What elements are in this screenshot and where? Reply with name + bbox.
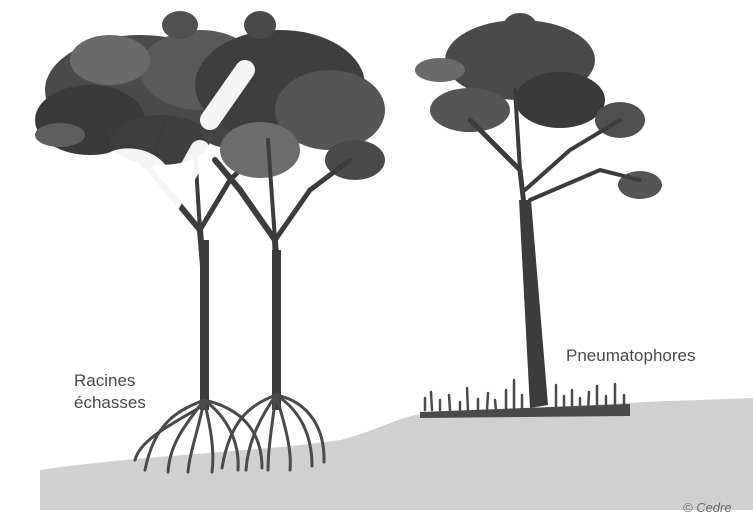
tree-3-canopy bbox=[415, 13, 662, 199]
tree-1-trunk bbox=[200, 240, 209, 410]
pneumatophores-label: Pneumatophores bbox=[566, 345, 695, 367]
pneumatophore-mud bbox=[420, 404, 630, 418]
tree-3-trunk bbox=[519, 200, 548, 408]
stilt-roots-label-line2: échasses bbox=[74, 392, 146, 414]
tree-2-trunk bbox=[272, 250, 281, 410]
stilt-roots-label-line1: Racines bbox=[74, 370, 146, 392]
ground bbox=[40, 398, 753, 510]
copyright-credit: © Cedre bbox=[683, 500, 732, 515]
stilt-roots-label: Racines échasses bbox=[74, 370, 146, 414]
stilt-root-tree-2 bbox=[195, 11, 385, 470]
